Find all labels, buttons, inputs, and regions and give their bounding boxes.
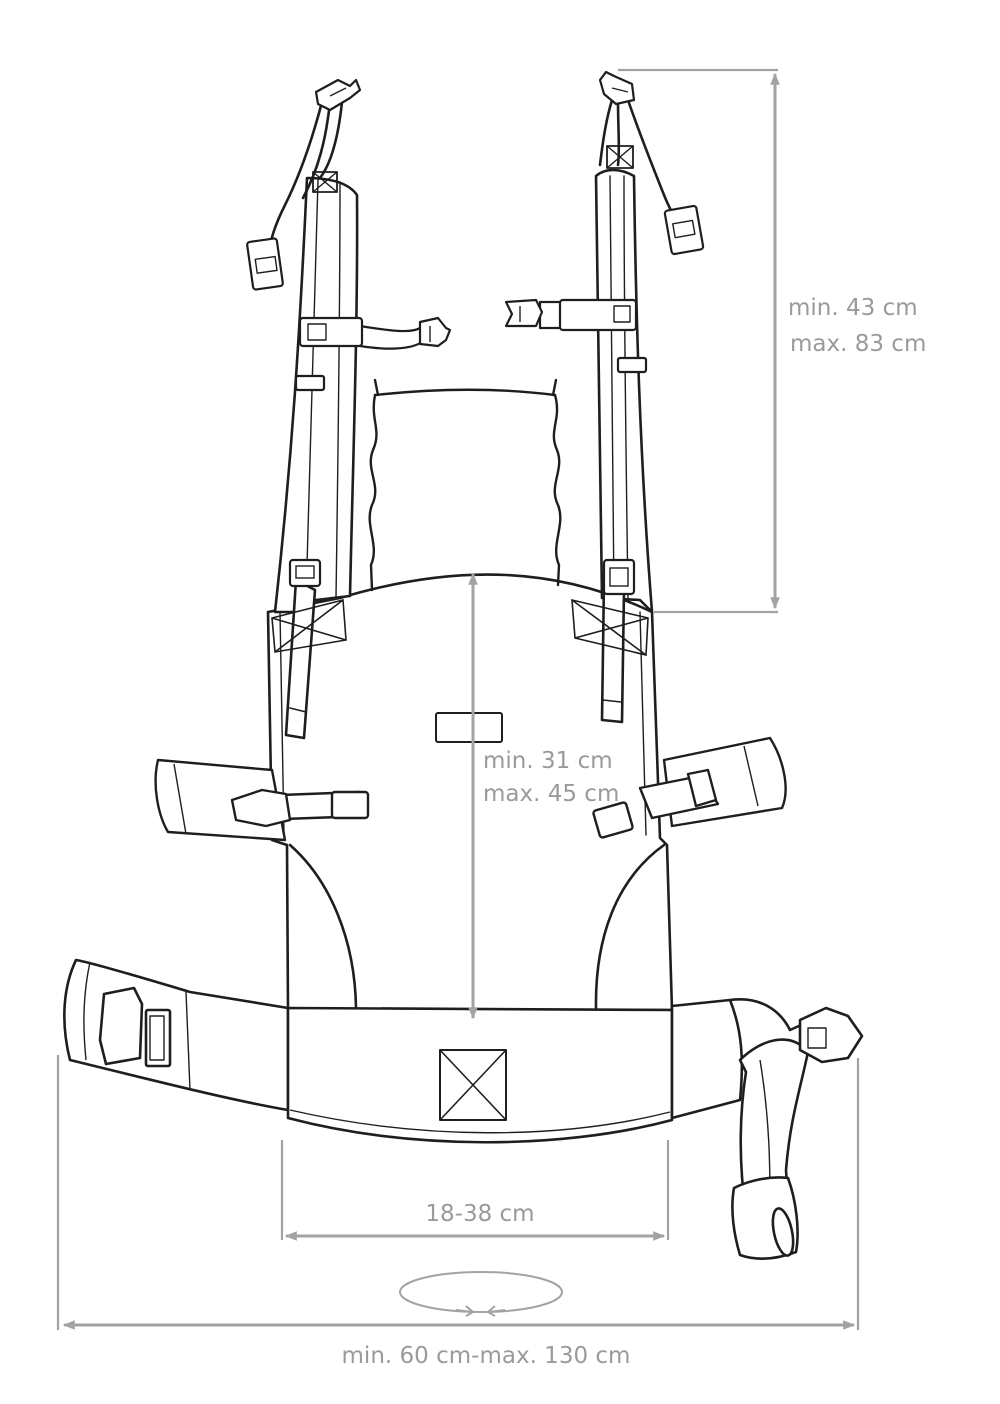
waist-belt	[63, 958, 864, 1261]
dimension-lines	[56, 68, 860, 1330]
right-shoulder-strap	[594, 98, 682, 724]
side-wing-left	[154, 758, 370, 842]
waist-belt-label: min. 60 cm-max. 130 cm	[341, 1343, 631, 1369]
strap-length-min: min. 43 cm	[788, 295, 918, 321]
strap-length-max: max. 83 cm	[790, 331, 927, 357]
panel-width-label: 18-38 cm	[425, 1201, 535, 1227]
rotate-arrows-icon	[399, 1271, 563, 1317]
slider-buckle-icon	[288, 356, 648, 596]
panel-height-min: min. 31 cm	[483, 748, 613, 774]
side-wing-right	[592, 736, 787, 839]
chest-strap-left	[298, 316, 452, 350]
stitch-patches	[271, 598, 649, 657]
buckle-icon	[246, 70, 705, 291]
hood	[368, 378, 562, 592]
chest-strap-right	[504, 298, 638, 332]
panel-height-max: max. 45 cm	[483, 781, 620, 807]
left-shoulder-strap	[266, 100, 359, 740]
